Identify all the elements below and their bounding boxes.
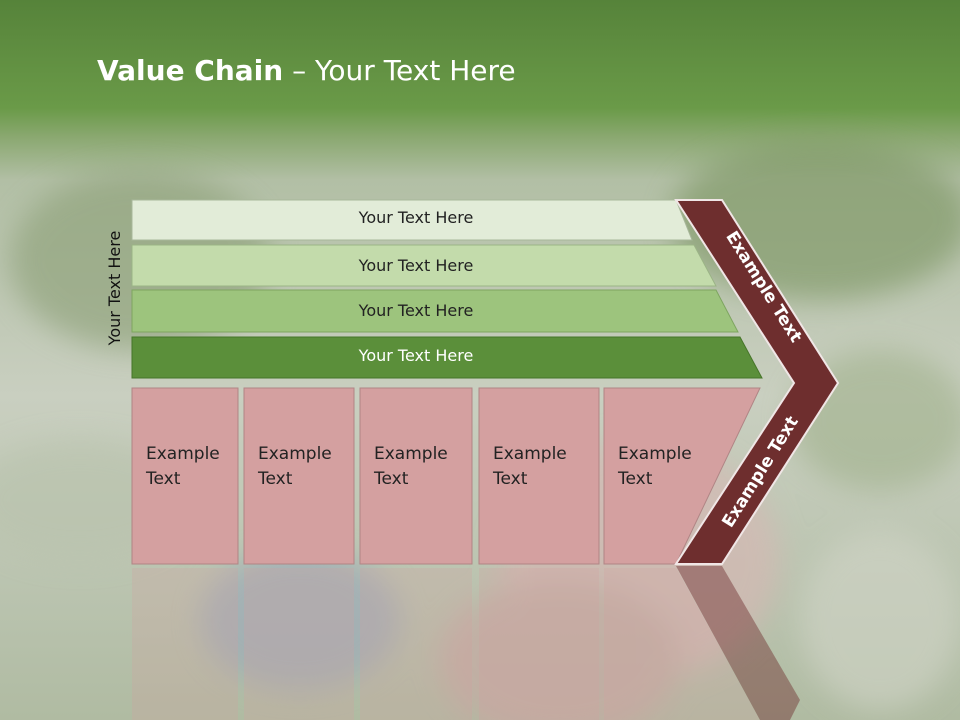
bar-3-label: Your Text Here bbox=[358, 301, 474, 320]
box-3 bbox=[359, 387, 473, 565]
bar-3 bbox=[131, 289, 739, 333]
box-4-line1: Example bbox=[493, 444, 567, 464]
box-1-line2: Text bbox=[146, 469, 181, 489]
chevron-reflection bbox=[676, 566, 800, 720]
box-4-line2: Text bbox=[493, 469, 528, 489]
box-3-line2: Text bbox=[374, 469, 409, 489]
bar-1-label: Your Text Here bbox=[358, 208, 474, 227]
box-2-line1: Example bbox=[258, 444, 332, 464]
reflection bbox=[132, 568, 760, 720]
box-2-line2: Text bbox=[258, 469, 293, 489]
box-4 bbox=[478, 387, 600, 565]
bar-4-label: Your Text Here bbox=[358, 346, 474, 365]
box-3-line1: Example bbox=[374, 444, 448, 464]
title-rest: – Your Text Here bbox=[283, 54, 516, 87]
bar-4 bbox=[131, 336, 763, 379]
box-5-line2: Text bbox=[618, 469, 653, 489]
box-2 bbox=[243, 387, 355, 565]
box-1 bbox=[131, 387, 239, 565]
bar-1 bbox=[131, 199, 693, 241]
box-5-line1: Example bbox=[618, 444, 692, 464]
box-1-line1: Example bbox=[146, 444, 220, 464]
slide-title: Value Chain – Your Text Here bbox=[97, 54, 516, 87]
bar-2-label: Your Text Here bbox=[358, 256, 474, 275]
title-bold: Value Chain bbox=[97, 54, 284, 87]
chevron bbox=[674, 199, 840, 565]
bar-2 bbox=[131, 244, 717, 287]
